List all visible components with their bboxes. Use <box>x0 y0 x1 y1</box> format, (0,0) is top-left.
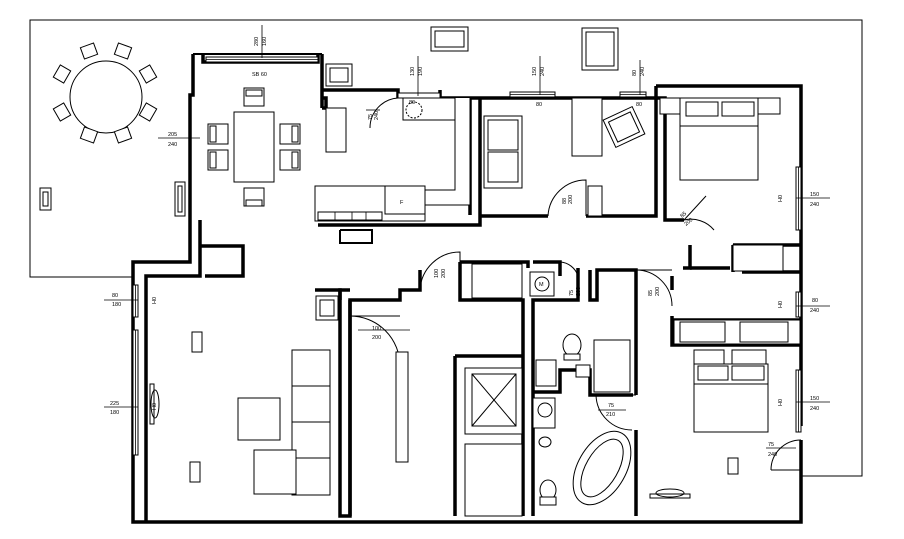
dim-kitchen-b: 240 <box>374 111 380 120</box>
dim-right2-w: 80 <box>812 298 818 304</box>
sink-label: 80 <box>409 100 415 106</box>
study-furniture <box>483 97 646 217</box>
dim-right2-h: 240 <box>810 308 819 314</box>
utility-label: M <box>539 282 544 288</box>
bathroom-fixtures <box>529 271 632 506</box>
dim-top4-w: 80 <box>632 70 638 76</box>
counter-label-2: 80 <box>636 102 642 108</box>
dimension-lines <box>104 25 830 449</box>
hall-cabinet <box>395 263 523 463</box>
dim-hall-a: 100 <box>372 326 381 332</box>
dim-right1-h0: H0 <box>778 195 784 202</box>
dim-wc-b: 200 <box>655 287 661 296</box>
dim-bathwin-b: 210 <box>606 412 615 418</box>
dim-top1-w: 280 <box>254 37 260 46</box>
dim-right1-w: 150 <box>810 192 819 198</box>
dim-right3-h0: H0 <box>778 399 784 406</box>
dim-right3-w: 150 <box>810 396 819 402</box>
dim-top1-sill: SB 60 <box>252 72 267 78</box>
dim-right1-h: 240 <box>810 202 819 208</box>
kitchen-counters <box>314 97 471 222</box>
dim-top3-h: 240 <box>540 67 546 76</box>
bed-top <box>659 97 784 272</box>
dim-bedroom-b: 200 <box>683 217 694 228</box>
dim-left1-w: 80 <box>112 293 118 299</box>
dim-top1-h: 160 <box>262 37 268 46</box>
flue-label: F <box>400 200 404 206</box>
dim-left1-h0: H0 <box>152 297 158 304</box>
wardrobe <box>673 319 801 345</box>
dim-right3-h: 240 <box>810 406 819 412</box>
dim-entry-a: 100 <box>434 269 440 278</box>
dim-kitchen-a: 75 <box>368 114 374 120</box>
dim-hall-b: 200 <box>372 335 381 341</box>
dim-top3-w: 150 <box>532 67 538 76</box>
terrace-outline <box>29 19 863 477</box>
windows <box>132 56 802 456</box>
dim-wardrobe-a: 88 <box>562 198 568 204</box>
radiators <box>149 383 691 499</box>
dim-entry-b: 200 <box>441 269 447 278</box>
dim-left2-h0: H0 <box>152 403 158 410</box>
dim-right2-h0: H0 <box>778 301 784 308</box>
round-dining-table <box>52 42 158 144</box>
dining-table <box>207 87 301 207</box>
dim-balcony-b: 240 <box>768 452 777 458</box>
terrace-bench <box>39 187 52 211</box>
dim-top2-w: 130 <box>410 67 416 76</box>
bed-lower <box>693 349 769 475</box>
elevator <box>464 367 523 517</box>
dim-bath-a: 75 <box>569 290 575 296</box>
dim-wardrobe-b: 200 <box>568 195 574 204</box>
dim-left-h: 240 <box>168 142 177 148</box>
dim-left-w: 205 <box>168 132 177 138</box>
dim-left2-w: 225 <box>110 401 119 407</box>
dim-bath-b: 200 <box>576 287 582 296</box>
counter-label-1: 80 <box>536 102 542 108</box>
dimension-labels: 280 160 SB 60 130 190 150 240 80 240 205… <box>110 37 819 458</box>
dim-top4-h: 240 <box>640 67 646 76</box>
dim-left2-h: 180 <box>110 410 119 416</box>
dim-left1-h: 180 <box>112 302 121 308</box>
dim-bedroom-a: 85 <box>679 211 688 220</box>
dim-wc-a: 85 <box>648 290 654 296</box>
dim-top2-h: 190 <box>418 67 424 76</box>
dim-balcony-a: 75 <box>768 442 774 448</box>
dim-bathwin-a: 75 <box>608 403 614 409</box>
living-furniture <box>189 295 339 496</box>
planter-boxes <box>430 26 619 71</box>
interior-walls <box>144 96 801 522</box>
